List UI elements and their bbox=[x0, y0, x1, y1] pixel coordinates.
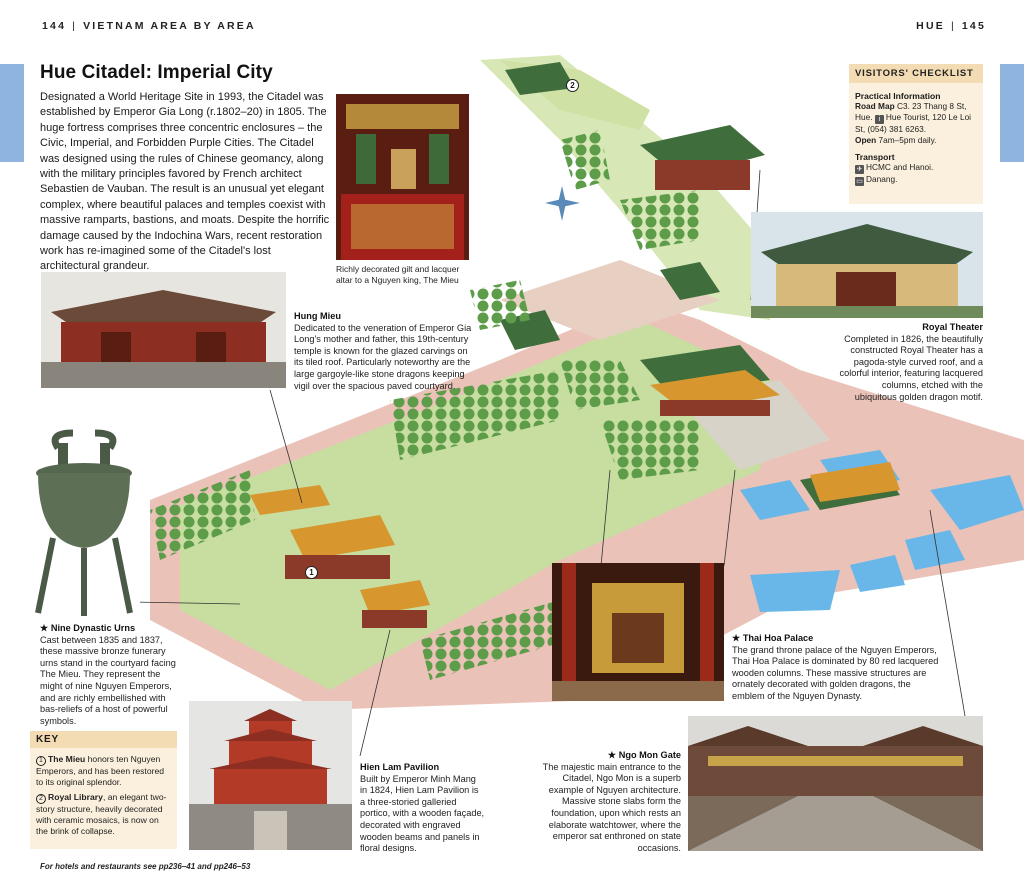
star-icon: ★ bbox=[732, 633, 741, 643]
intro-paragraph: Designated a World Heritage Site in 1993… bbox=[40, 91, 330, 273]
hung-mieu-title: Hung Mieu bbox=[294, 311, 341, 321]
key-number-1: 1 bbox=[36, 756, 46, 766]
royal-theater-title: Royal Theater bbox=[922, 322, 983, 332]
key-item-1-name: The Mieu bbox=[48, 754, 86, 764]
moat bbox=[740, 480, 810, 520]
hung-mieu-text: Dedicated to the veneration of Emperor G… bbox=[294, 322, 472, 391]
page-footer: For hotels and restaurants see pp236–41 … bbox=[40, 862, 251, 871]
star-icon: ★ bbox=[40, 623, 49, 633]
hien-lam-title: Hien Lam Pavilion bbox=[360, 762, 440, 772]
practical-info-heading: Practical Information bbox=[855, 91, 941, 101]
right-page-header: HUE|145 bbox=[916, 20, 986, 32]
right-edge-tab bbox=[1000, 64, 1024, 162]
royal-theater-blurb: Royal Theater Completed in 1826, the bea… bbox=[838, 322, 983, 403]
left-page-header: 144|VIETNAM AREA BY AREA bbox=[42, 20, 256, 32]
urns-title: Nine Dynastic Urns bbox=[50, 623, 136, 633]
transport-air: HCMC and Hanoi. bbox=[866, 161, 934, 172]
tourist-office-text: Hue Tourist, 120 Le Loi St, (054) 381 62… bbox=[855, 112, 972, 135]
checklist-heading: VISITORS' CHECKLIST bbox=[849, 64, 983, 83]
left-section-title: VIETNAM AREA BY AREA bbox=[83, 20, 256, 32]
ngo-mon-title: Ngo Mon Gate bbox=[618, 750, 681, 760]
map-marker-2[interactable]: 2 bbox=[566, 79, 579, 92]
left-edge-tab bbox=[0, 64, 24, 162]
transport-text: ✈HCMC and Hanoi. ▭Danang. bbox=[855, 162, 977, 186]
hien-lam-pavilion-photo bbox=[189, 701, 352, 850]
road-map-text: C3. 23 Thang 8 St, Hue. bbox=[855, 101, 967, 123]
key-item-1-text: honors ten Nguyen Emperors, and has been… bbox=[36, 754, 165, 787]
road-map-label: Road Map bbox=[855, 101, 895, 111]
hien-lam-blurb: Hien Lam Pavilion Built by Emperor Minh … bbox=[360, 762, 485, 855]
visitors-checklist: VISITORS' CHECKLIST Practical Informatio… bbox=[849, 64, 983, 204]
urns-blurb: ★ Nine Dynastic Urns Cast between 1835 a… bbox=[40, 623, 180, 727]
royal-theater-text: Completed in 1826, the beautifully const… bbox=[839, 333, 983, 402]
right-section-title: HUE bbox=[916, 20, 945, 32]
thai-hoa-text: The grand throne palace of the Nguyen Em… bbox=[732, 644, 939, 701]
map-marker-1[interactable]: 1 bbox=[305, 566, 318, 579]
hien-lam-text: Built by Emperor Minh Mang in 1824, Hien… bbox=[360, 773, 485, 854]
key-item-2-name: Royal Library bbox=[48, 792, 103, 802]
open-label: Open bbox=[855, 135, 877, 146]
bus-icon: ▭ bbox=[855, 176, 864, 186]
page-title: Hue Citadel: Imperial City bbox=[40, 62, 273, 83]
key-item-2-text: , an elegant two-story structure, heavil… bbox=[36, 792, 167, 836]
compass-rose-icon bbox=[545, 186, 580, 221]
transport-bus: Danang. bbox=[866, 173, 898, 184]
courtyard bbox=[680, 380, 830, 470]
ngo-mon-text: The majestic main entrance to the Citade… bbox=[542, 761, 681, 853]
open-text: 7am–5pm daily. bbox=[878, 135, 937, 146]
thai-hoa-blurb: ★ Thai Hoa Palace The grand throne palac… bbox=[732, 633, 942, 703]
key-heading: KEY bbox=[30, 731, 177, 748]
ngo-mon-gate-photo bbox=[688, 716, 983, 851]
left-page-number: 144 bbox=[42, 20, 67, 32]
thai-hoa-title: Thai Hoa Palace bbox=[742, 633, 814, 643]
hung-mieu-blurb: Hung Mieu Dedicated to the veneration of… bbox=[294, 311, 479, 392]
plane-icon: ✈ bbox=[855, 164, 864, 174]
transport-heading: Transport bbox=[855, 151, 895, 162]
altar-photo bbox=[336, 94, 469, 260]
hung-mieu-photo bbox=[41, 272, 286, 388]
altar-caption: Richly decorated gilt and lacquer altar … bbox=[336, 264, 460, 285]
thai-hoa-palace-photo bbox=[552, 563, 724, 701]
info-icon: i bbox=[874, 115, 884, 125]
urns-text: Cast between 1835 and 1837, these massiv… bbox=[40, 634, 176, 726]
dynastic-urn-photo bbox=[28, 428, 140, 620]
ngo-mon-blurb: ★ Ngo Mon Gate The majestic main entranc… bbox=[540, 750, 681, 854]
key-number-2: 2 bbox=[36, 794, 46, 804]
royal-theater-photo bbox=[751, 212, 983, 318]
right-page-number: 145 bbox=[961, 20, 986, 32]
star-icon: ★ bbox=[607, 750, 617, 760]
